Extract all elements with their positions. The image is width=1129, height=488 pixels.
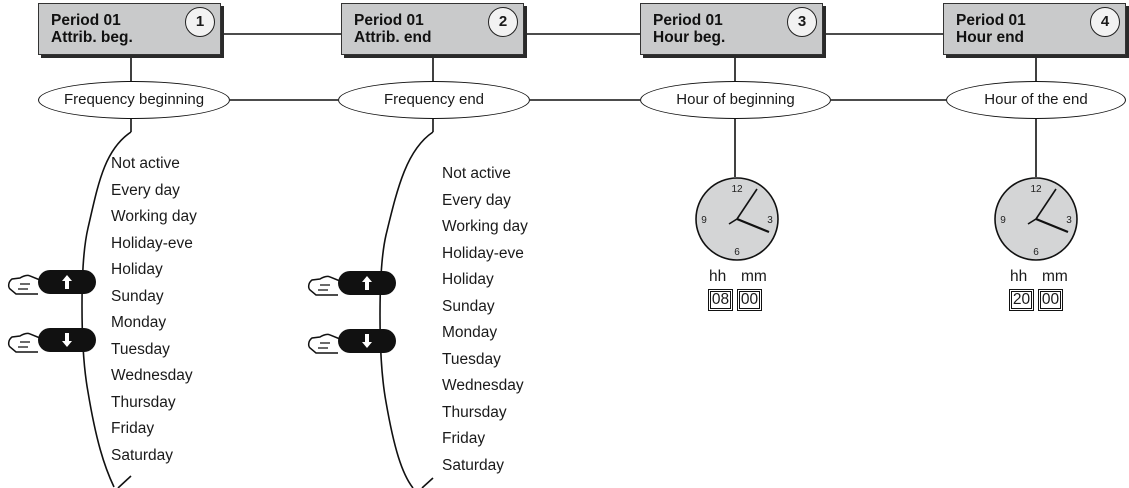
step-title: Period 01 — [51, 12, 121, 29]
list-item[interactable]: Holiday-eve — [111, 234, 193, 252]
step-box-2: Period 01 Attrib. end 2 — [341, 3, 524, 55]
clock-number: 9 — [1000, 215, 1006, 226]
list-item[interactable]: Monday — [111, 314, 167, 331]
list-bracket-tail-1 — [117, 475, 132, 488]
hours-label: hh — [1010, 268, 1028, 285]
step-box-4: Period 01 Hour end 4 — [943, 3, 1126, 55]
clock-number: 6 — [734, 247, 740, 258]
clock-icon: 12 3 6 9 — [994, 177, 1078, 261]
step-box-3: Period 01 Hour beg. 3 — [640, 3, 823, 55]
clock-number: 6 — [1033, 247, 1039, 258]
list-item[interactable]: Saturday — [111, 446, 174, 464]
minutes-label: mm — [1042, 268, 1068, 285]
step-subtitle: Attrib. end — [354, 29, 432, 46]
list-item[interactable]: Wednesday — [111, 367, 193, 384]
clock-icon: 12 3 6 9 — [695, 177, 779, 261]
hand-pointing-down-arrow-icon[interactable] — [307, 329, 396, 354]
step-number: 4 — [1090, 7, 1120, 37]
list-item[interactable]: Not active — [442, 165, 511, 182]
list-item[interactable]: Sunday — [111, 287, 164, 305]
step-box-1: Period 01 Attrib. beg. 1 — [38, 3, 221, 55]
list-item[interactable]: Holiday — [111, 261, 163, 278]
clock-number: 12 — [1030, 184, 1042, 195]
hand-pointing-up-arrow-icon[interactable] — [7, 270, 96, 295]
list-bracket-1 — [81, 131, 132, 488]
list-item[interactable]: Tuesday — [111, 340, 170, 358]
oval-hour-of-the-end: Hour of the end — [946, 81, 1126, 119]
step-title: Period 01 — [354, 12, 424, 29]
list-item[interactable]: Every day — [111, 181, 180, 199]
step-number: 2 — [488, 7, 518, 37]
oval-hour-of-beginning: Hour of beginning — [640, 81, 831, 119]
list-item[interactable]: Friday — [111, 420, 155, 437]
frequency-options-list-1: Not active Every day Working day Holiday… — [111, 155, 197, 473]
list-item[interactable]: Holiday — [442, 271, 494, 288]
list-item[interactable]: Thursday — [442, 403, 507, 421]
hand-pointing-up-arrow-icon[interactable] — [307, 271, 396, 296]
list-bracket-tail-2 — [421, 477, 434, 488]
list-item[interactable]: Holiday-eve — [442, 244, 524, 262]
step-number: 3 — [787, 7, 817, 37]
step-title: Period 01 — [956, 12, 1026, 29]
minutes-field[interactable]: 00 — [1038, 289, 1063, 311]
step-subtitle: Attrib. beg. — [51, 29, 133, 46]
hours-label: hh — [709, 268, 727, 285]
list-item[interactable]: Every day — [442, 191, 511, 209]
hours-field[interactable]: 20 — [1009, 289, 1034, 311]
minutes-label: mm — [741, 268, 767, 285]
step-subtitle: Hour beg. — [653, 29, 726, 46]
step-title: Period 01 — [653, 12, 723, 29]
clock-number: 9 — [701, 215, 707, 226]
list-item[interactable]: Sunday — [442, 297, 495, 315]
list-item[interactable]: Thursday — [111, 393, 176, 411]
step-subtitle: Hour end — [956, 29, 1025, 46]
hours-field[interactable]: 08 — [708, 289, 733, 311]
list-item[interactable]: Tuesday — [442, 350, 501, 368]
oval-frequency-end: Frequency end — [338, 81, 530, 119]
list-item[interactable]: Working day — [442, 218, 528, 235]
oval-frequency-beginning: Frequency beginning — [38, 81, 230, 119]
clock-number: 3 — [767, 215, 773, 226]
list-item[interactable]: Saturday — [442, 456, 505, 474]
list-item[interactable]: Not active — [111, 155, 180, 172]
minutes-field[interactable]: 00 — [737, 289, 762, 311]
list-bracket-2 — [379, 131, 434, 488]
step-number: 1 — [185, 7, 215, 37]
clock-number: 12 — [731, 184, 743, 195]
list-item[interactable]: Friday — [442, 430, 486, 447]
clock-number: 3 — [1066, 215, 1072, 226]
frequency-options-list-2: Not active Every day Working day Holiday… — [442, 165, 528, 483]
list-item[interactable]: Working day — [111, 208, 197, 225]
list-item[interactable]: Monday — [442, 324, 498, 341]
list-item[interactable]: Wednesday — [442, 377, 524, 394]
hand-pointing-down-arrow-icon[interactable] — [7, 328, 96, 353]
